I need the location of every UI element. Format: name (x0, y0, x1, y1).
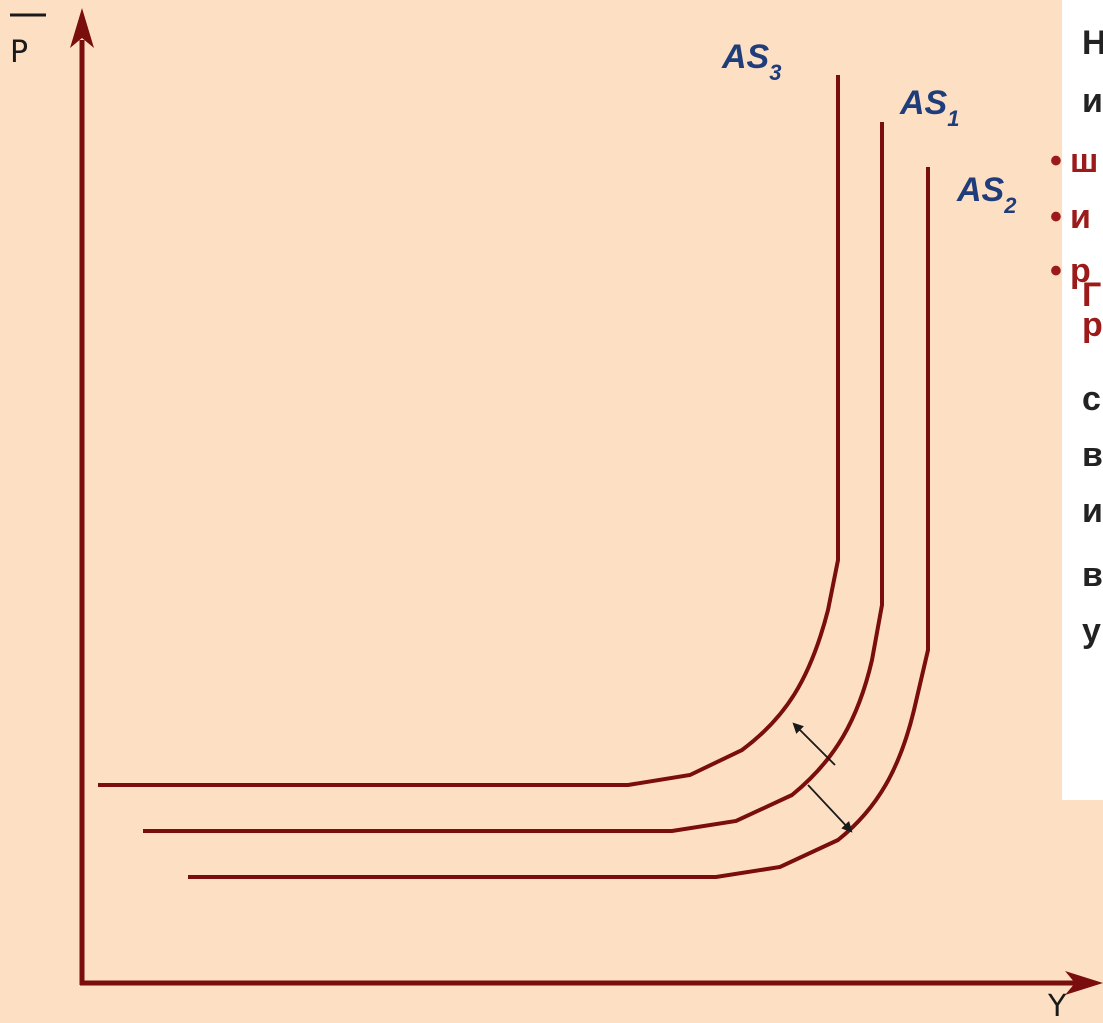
shift-arrow-left (792, 722, 836, 766)
side-text-line3: р (1082, 306, 1103, 344)
label-as1: AS1 (899, 84, 959, 131)
side-text-line8: у (1082, 612, 1101, 650)
bullet-dot-2: • (1050, 198, 1062, 236)
shift-arrow-right (807, 784, 853, 833)
x-axis-label: Y (1047, 989, 1067, 1023)
curve-as3 (98, 75, 840, 787)
as-curves (98, 75, 930, 879)
side-text-line6: и (1082, 492, 1103, 530)
side-text-line7: в (1082, 556, 1103, 594)
shift-arrows (792, 722, 853, 833)
side-text-overlap: Г (1082, 276, 1102, 314)
side-bullet-3: р (1070, 252, 1091, 290)
side-text-line4: с (1082, 380, 1101, 418)
side-bullet-2: и (1070, 198, 1091, 236)
label-as3: AS3 (721, 38, 781, 85)
y-axis-label: P (10, 35, 28, 70)
label-as2: AS2 (956, 171, 1017, 218)
axes (70, 8, 1103, 995)
side-text-panel (1062, 0, 1103, 800)
side-bullet-1: ш (1070, 142, 1099, 180)
x-axis-arrowhead (1065, 971, 1103, 995)
side-text-line5: в (1082, 436, 1103, 474)
y-axis-arrowhead (70, 8, 94, 48)
curve-as2 (188, 167, 930, 879)
bullet-dot-3: • (1050, 252, 1062, 290)
side-text-line2: и (1082, 82, 1103, 120)
bullet-dot-1: • (1050, 142, 1062, 180)
curve-as1 (143, 122, 884, 833)
side-text-line1: Н (1082, 24, 1103, 62)
